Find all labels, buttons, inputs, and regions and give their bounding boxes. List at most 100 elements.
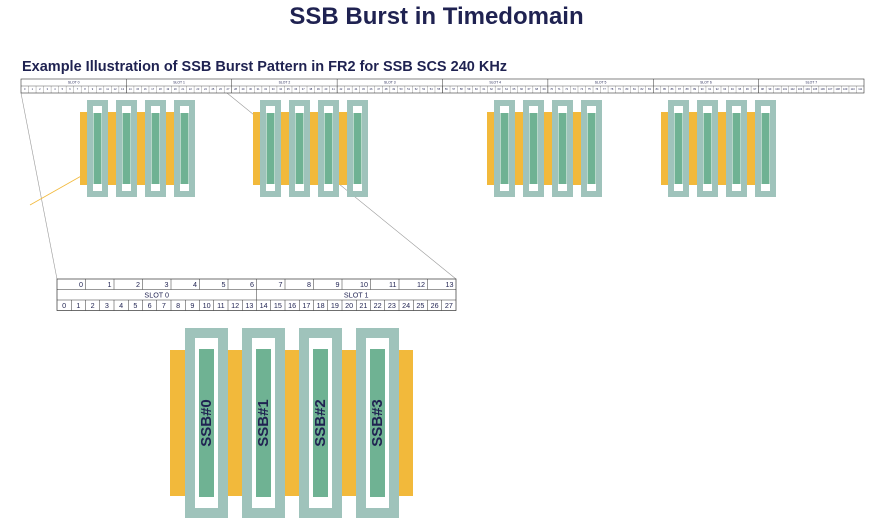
detail-ofdm-number: 9 [190,301,194,310]
overview-slot-label: SLOT 6 [700,81,712,85]
overview-symbol-number: 51 [407,87,410,91]
overview-symbol-number: 35 [287,87,290,91]
detail-symbol-number: 5 [222,280,226,289]
detail-ofdm-number: 4 [119,301,123,310]
detail-symbol-number: 9 [336,280,340,289]
detail-ofdm-number: 13 [245,301,253,310]
detail-symbol-number: 2 [136,280,140,289]
overview-symbol-number: 63 [498,87,501,91]
detail-ofdm-number: 1 [76,301,80,310]
overview-symbol-number: 34 [279,87,282,91]
detail-symbol-number: 11 [389,280,396,289]
overview-symbol-number: 23 [196,87,199,91]
ssb-block [289,100,310,197]
overview-symbol-number: 111 [858,87,862,91]
overview-symbol-number: 61 [482,87,485,91]
overview-symbol-number: 91 [708,87,711,91]
ssb-block [318,100,339,197]
ssb-inner [587,113,596,184]
zoom-line-accent [29,174,84,206]
overview-symbol-number: 21 [181,87,184,91]
overview-symbol-number: 40 [324,87,327,91]
detail-symbol-number: 8 [307,280,311,289]
overview-symbol-number: 5 [62,87,64,91]
overview-symbol-number: 31 [257,87,260,91]
detail-ofdm-number: 6 [148,301,152,310]
overview-symbol-number: 94 [731,87,734,91]
ssb-inner [732,113,741,184]
overview-symbol-number: 29 [242,87,245,91]
ssb-inner [295,113,304,184]
overview-symbol-number: 99 [768,87,771,91]
overview-slot-label: SLOT 1 [173,81,185,85]
overview-symbol-number: 17 [151,87,154,91]
overview-symbol-number: 108 [835,87,840,91]
ssb-block [87,100,108,197]
detail-ofdm-number: 17 [302,301,310,310]
overview-symbol-number: 110 [851,87,856,91]
detail-ofdm-number: 20 [345,301,353,310]
ssb-burst [661,100,776,197]
overview-symbol-number: 15 [136,87,139,91]
overview-symbol-number: 58 [460,87,463,91]
zoom-line-left [20,92,58,280]
ssb-inner [266,113,275,184]
overview-symbol-number: 104 [805,87,810,91]
overview-symbol-number: 30 [249,87,252,91]
diagram-subtitle: Example Illustration of SSB Burst Patter… [22,59,508,75]
ssb-label: SSB#1 [255,399,272,447]
ssb-label: SSB#3 [369,399,386,447]
overview-symbol-number: 86 [671,87,674,91]
overview-symbol-number: 28 [234,87,237,91]
overview-symbol-number: 106 [820,87,825,91]
overview-symbol-number: 76 [595,87,598,91]
overview-symbol-number: 92 [716,87,719,91]
overview-symbol-number: 74 [580,87,583,91]
overview-symbol-number: 26 [219,87,222,91]
overview-symbol-number: 44 [354,87,357,91]
overview-symbol-number: 66 [520,87,523,91]
overview-symbol-number: 98 [761,87,764,91]
overview-slot-label: SLOT 7 [806,81,818,85]
overview-symbol-number: 85 [663,87,666,91]
overview-symbol-number: 24 [204,87,207,91]
ssb-inner [93,113,102,184]
detail-ofdm-number: 7 [162,301,166,310]
detail-ofdm-number: 25 [416,301,424,310]
detail-ofdm-number: 11 [217,301,224,310]
ssb-inner [151,113,160,184]
overview-symbol-number: 14 [129,87,132,91]
overview-symbol-number: 4 [54,87,56,91]
ssb-burst [80,100,195,197]
overview-symbol-number: 9 [92,87,94,91]
overview-symbol-number: 52 [415,87,418,91]
detail-symbol-number: 0 [79,280,83,289]
overview-symbol-number: 10 [99,87,102,91]
overview-symbol-number: 38 [309,87,312,91]
detail-ofdm-number: 22 [374,301,382,310]
overview-symbol-number: 103 [798,87,803,91]
detail-symbol-number: 3 [165,280,169,289]
overview-symbol-number: 109 [843,87,848,91]
overview-symbol-number: 75 [588,87,591,91]
overview-symbol-number: 49 [392,87,395,91]
overview-symbol-number: 84 [656,87,659,91]
overview-symbol-number: 87 [678,87,681,91]
overview-symbol-number: 13 [121,87,124,91]
overview-symbol-number: 78 [610,87,613,91]
overview-symbol-number: 60 [475,87,478,91]
overview-symbol-number: 97 [753,87,756,91]
detail-symbol-number: 7 [279,280,283,289]
ssb-block [523,100,544,197]
overview-symbol-number: 43 [347,87,350,91]
ssb-block: SSB#3 [356,328,399,518]
overview-symbol-number: 79 [618,87,621,91]
detail-slot-label: SLOT 0 [144,290,169,299]
overview-symbol-number: 105 [813,87,818,91]
ssb-block [145,100,166,197]
overview-symbol-number: 19 [166,87,169,91]
overview-symbol-number: 18 [159,87,162,91]
overview-symbol-number: 27 [227,87,230,91]
